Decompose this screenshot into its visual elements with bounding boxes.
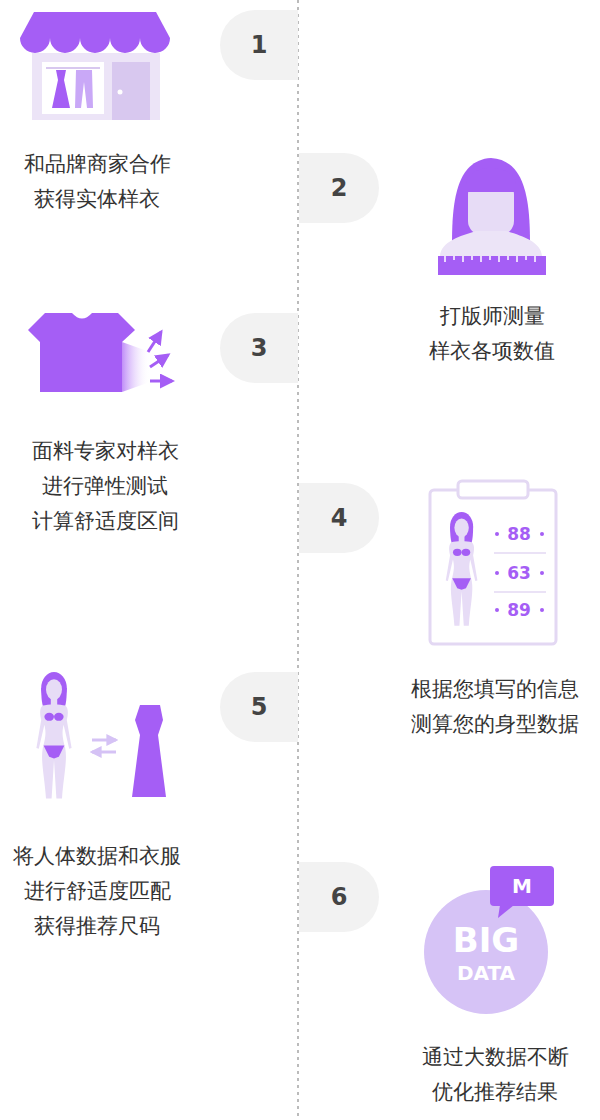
icon-text: BIG xyxy=(453,923,519,957)
step-number-pill: 1 xyxy=(220,10,298,80)
matching-icon xyxy=(36,672,166,798)
big-data-circle xyxy=(424,890,548,1014)
shop-wall xyxy=(32,53,160,120)
bullet-dot xyxy=(540,608,544,612)
shoulders xyxy=(440,231,542,257)
ruler-ticks xyxy=(445,256,535,262)
bangs xyxy=(466,168,516,192)
swap-arrow xyxy=(92,751,116,754)
elasticity-icon xyxy=(28,313,172,392)
step-number: 1 xyxy=(251,31,268,59)
step-number-pill: 3 xyxy=(220,313,298,383)
clothes-rail xyxy=(46,67,100,69)
dress-on-display xyxy=(52,70,70,108)
step-caption: 打版师测量 样衣各项数值 xyxy=(429,299,555,369)
separator xyxy=(494,591,546,593)
speech-bubble-tail xyxy=(498,905,514,918)
stretch-arrow xyxy=(150,355,168,367)
step-number-pill: 2 xyxy=(299,153,379,223)
step-caption: 通过大数据不断 优化推荐结果 xyxy=(422,1040,569,1110)
dress xyxy=(132,705,166,797)
step-number-pill: 5 xyxy=(220,672,298,742)
step-caption: 和品牌商家合作 获得实体样衣 xyxy=(24,147,171,217)
icon-text: M xyxy=(512,876,532,896)
ruler xyxy=(438,256,546,275)
clipboard-board xyxy=(430,490,556,644)
icon-text: 89 xyxy=(507,602,531,619)
shop-door xyxy=(112,62,150,120)
t-shirt xyxy=(28,313,135,392)
door-knob xyxy=(118,90,123,95)
step-caption: 面料专家对样衣 进行弹性测试 计算舒适度区间 xyxy=(32,434,179,539)
stretch-fade xyxy=(122,342,150,392)
big-data-icon xyxy=(424,866,554,1014)
step-caption: 根据您填写的信息 测算您的身型数据 xyxy=(411,672,579,742)
speech-bubble xyxy=(490,866,554,906)
pattern-maker-icon xyxy=(438,158,546,275)
step-number-pill: 6 xyxy=(299,862,379,932)
bullet-dot xyxy=(540,532,544,536)
woman-figure xyxy=(36,672,71,798)
body-data-clipboard xyxy=(430,481,556,644)
clipboard-clip xyxy=(458,481,528,498)
shop-icon xyxy=(20,12,170,120)
shop-window xyxy=(42,62,104,114)
icon-text: DATA xyxy=(457,963,515,983)
step-caption: 将人体数据和衣服 进行舒适度匹配 获得推荐尺码 xyxy=(13,839,181,944)
swap-arrow xyxy=(92,739,116,742)
step-number: 5 xyxy=(251,693,268,721)
step-number: 4 xyxy=(331,504,348,532)
shop-awning xyxy=(20,12,170,38)
step-number: 2 xyxy=(331,174,348,202)
icon-text: 63 xyxy=(507,565,531,582)
bullet-dot xyxy=(495,608,499,612)
stretch-arrow xyxy=(148,332,161,352)
bullet-dot xyxy=(495,571,499,575)
separator xyxy=(494,552,546,554)
pants-on-display xyxy=(75,70,93,108)
woman-figure xyxy=(446,512,478,626)
bullet-dot xyxy=(495,532,499,536)
bullet-dot xyxy=(540,571,544,575)
stretch-arrow xyxy=(150,380,172,383)
icon-text: 88 xyxy=(507,526,531,543)
shop-awning-scallops xyxy=(20,38,170,53)
step-number: 3 xyxy=(251,334,268,362)
step-number-pill: 4 xyxy=(299,483,379,553)
step-number: 6 xyxy=(331,883,348,911)
